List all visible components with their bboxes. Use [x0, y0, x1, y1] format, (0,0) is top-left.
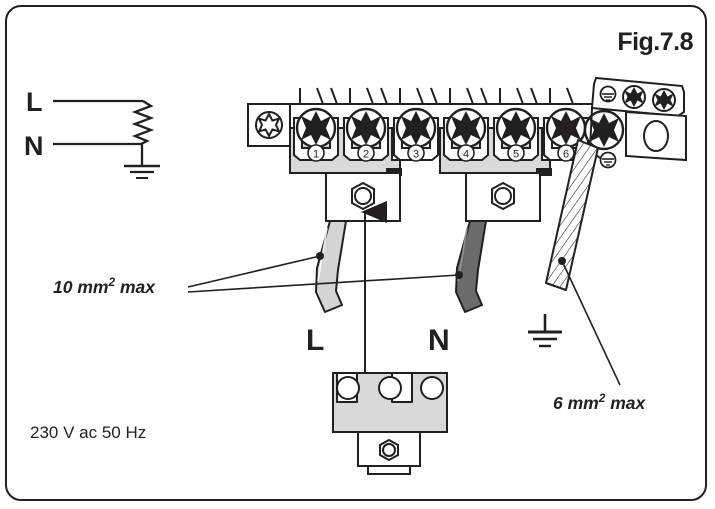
conductor-10mm-value: 10 [53, 276, 73, 297]
earth-bracket [588, 76, 687, 169]
terminal-block: 1 2 3 4 5 6 [247, 76, 687, 176]
conductor-10mm-unit: mm2 max [77, 275, 155, 297]
conductor-6mm-value: 6 [553, 392, 563, 413]
cable-clamp-live [325, 172, 401, 222]
terminal-number-6: 6 [563, 149, 569, 161]
cable-clamp-neutral [465, 172, 541, 222]
earth-cable [545, 139, 599, 291]
earth-symbol [528, 314, 562, 348]
terminal-number-3: 3 [413, 149, 419, 161]
plug-pin-earth [378, 376, 402, 400]
source-neutral-label: N [24, 131, 44, 161]
live-cable [315, 220, 347, 313]
earth-terminal-screw [583, 109, 625, 151]
figure-border [5, 5, 707, 501]
terminal-number-markers: 1 2 3 4 5 6 [307, 144, 575, 162]
conductor-size-10mm-label: 10 mm2 max [53, 275, 155, 298]
terminal-screws [295, 107, 625, 151]
end-plate-screw [247, 103, 291, 147]
plug-pin-neutral [420, 376, 444, 400]
terminal-wire-stubs [299, 87, 574, 105]
plug-neutral-label: N [428, 324, 450, 357]
source-schematic-symbol [53, 99, 160, 179]
supply-connector [332, 372, 448, 475]
conductor-6mm-unit: mm2 max [567, 391, 646, 413]
terminal-number-4: 4 [463, 149, 469, 161]
plug-pin-live [336, 376, 360, 400]
terminal-number-2: 2 [363, 149, 369, 161]
terminal-number-1: 1 [313, 149, 319, 161]
terminal-number-5: 5 [513, 149, 519, 161]
conductor-size-6mm-label: 6 mm2 max [553, 391, 645, 414]
source-live-label: L [26, 87, 43, 117]
supply-rating-label: 230 V ac 50 Hz [30, 423, 147, 442]
figure-title: Fig.7.8 [617, 28, 693, 56]
plug-live-label: L [306, 324, 325, 357]
neutral-cable [455, 220, 487, 313]
